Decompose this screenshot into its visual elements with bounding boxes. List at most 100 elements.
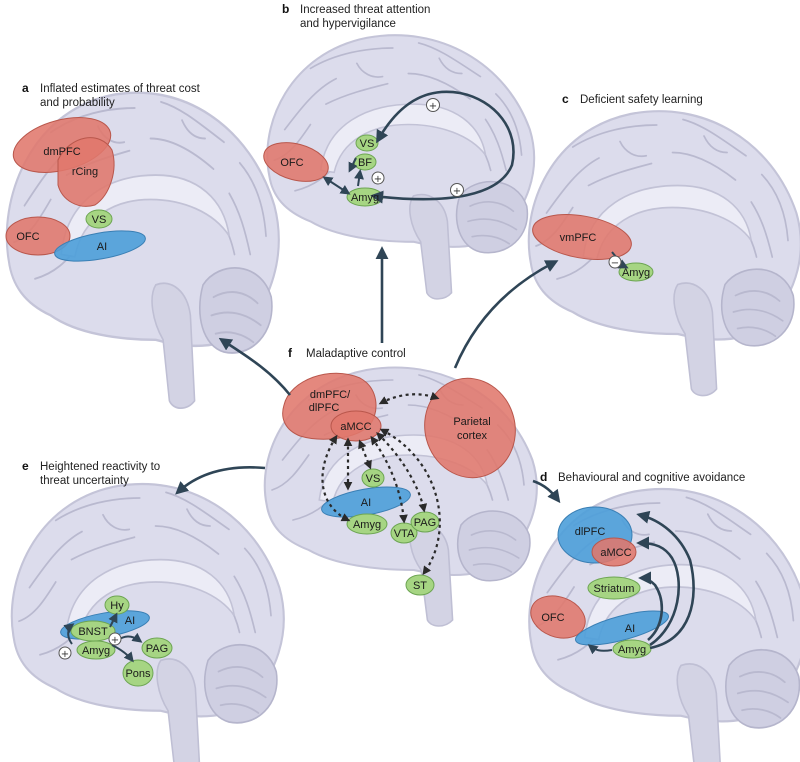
panel-e-title-line2: threat uncertainty bbox=[40, 475, 129, 487]
vs-label: VS bbox=[92, 214, 107, 226]
amyg-label-d: Amyg bbox=[618, 644, 646, 656]
f-to-e-arrow bbox=[175, 466, 266, 495]
plus-text-b3: + bbox=[453, 186, 461, 197]
bnst-label-e: BNST bbox=[78, 626, 108, 638]
bf-label-b: BF bbox=[358, 157, 372, 169]
ai-label-f: AI bbox=[361, 497, 371, 509]
amcc-label-f: aMCC bbox=[340, 421, 371, 433]
f-to-c-arrow bbox=[453, 260, 559, 369]
amyg-label-e: Amyg bbox=[82, 645, 110, 657]
panel-b: + + + b Increased threat attention and h… bbox=[263, 2, 536, 300]
vs-label-b: VS bbox=[360, 138, 375, 150]
panel-e: + + e Heightened reactivity to threat un… bbox=[10, 459, 285, 762]
st-label-f: ST bbox=[413, 580, 427, 592]
amcc-region-d bbox=[591, 537, 637, 567]
panel-b-title-line2: and hypervigilance bbox=[300, 18, 396, 30]
rcing-region bbox=[57, 137, 115, 207]
amyg-dlpfc-arrow bbox=[636, 510, 695, 650]
panel-e-letter: e bbox=[22, 459, 29, 473]
amcc-vs-dotted-arrow bbox=[358, 439, 372, 470]
amcc-amyg-dotted-arrow bbox=[321, 434, 351, 522]
amyg-bf-arrow bbox=[354, 169, 364, 187]
panel-a: a Inflated estimates of threat cost and … bbox=[5, 81, 280, 410]
bf-amyg-arrow bbox=[348, 157, 358, 173]
bnst-hy-arrow bbox=[108, 612, 118, 628]
ofc-amyg-arrow bbox=[322, 176, 351, 195]
panel-a-title-line1: Inflated estimates of threat cost bbox=[40, 83, 201, 95]
minus-sign-c bbox=[608, 255, 622, 269]
amyg-amcc-arrow bbox=[636, 536, 681, 647]
ofc-label: OFC bbox=[16, 231, 39, 243]
panel-d-letter: d bbox=[540, 470, 547, 484]
amyg-label-b: Amyg bbox=[351, 192, 379, 204]
amyg-node-e bbox=[76, 640, 116, 660]
panel-f-letter: f bbox=[288, 346, 293, 360]
plus-text-b2: + bbox=[374, 174, 382, 185]
amcc-st-dotted-arrow bbox=[379, 428, 441, 576]
amcc-label-d: aMCC bbox=[600, 547, 631, 559]
panel-c-letter: c bbox=[562, 92, 569, 106]
ai-region-d bbox=[575, 610, 669, 646]
amyg-label-c: Amyg bbox=[622, 267, 650, 279]
panel-a-title-line2: and probability bbox=[40, 97, 115, 109]
dmpfc-label: dmPFC bbox=[43, 146, 80, 158]
pfc-parietal-dotted-arrow bbox=[378, 391, 440, 405]
vs-label-f: VS bbox=[366, 473, 381, 485]
hy-label-e: Hy bbox=[110, 600, 124, 612]
panel-a-letter: a bbox=[22, 81, 29, 95]
vs-node bbox=[85, 209, 113, 229]
vmpfc-region bbox=[532, 214, 632, 260]
plus-text-e1: + bbox=[61, 649, 69, 660]
ofc-region bbox=[5, 216, 71, 256]
minus-text-c: − bbox=[611, 258, 619, 269]
amyg-ofc-arrow bbox=[587, 644, 613, 655]
dmpfc-label-f2: dlPFC bbox=[309, 402, 340, 414]
loop-arrow-e bbox=[63, 623, 75, 645]
plus-text-e2: + bbox=[111, 635, 119, 646]
dmpfc-label-f1: dmPFC/ bbox=[310, 389, 351, 401]
parietal-label-1: Parietal bbox=[453, 416, 490, 428]
pag-label-e: PAG bbox=[146, 643, 168, 655]
ofc-label-b: OFC bbox=[280, 157, 303, 169]
panel-f: f Maladaptive control dmPFC/ dlPFC aMCC … bbox=[263, 346, 538, 628]
striatum-node-d bbox=[587, 576, 641, 600]
ai-label-e: AI bbox=[125, 615, 135, 627]
amyg-label-f: Amyg bbox=[353, 519, 381, 531]
ofc-region-b bbox=[263, 142, 329, 182]
panel-b-letter: b bbox=[282, 2, 289, 16]
panel-b-title-line1: Increased threat attention bbox=[300, 4, 430, 16]
plus-sign-b1 bbox=[426, 98, 440, 112]
pons-node-e bbox=[122, 659, 154, 687]
pag-label-f: PAG bbox=[414, 517, 436, 529]
f-to-a-arrow bbox=[218, 337, 292, 396]
vta-label-f: VTA bbox=[394, 528, 415, 540]
amcc-region-f bbox=[330, 410, 382, 442]
panel-c-title: Deficient safety learning bbox=[580, 94, 703, 106]
pag-node-e bbox=[141, 637, 173, 659]
ai-label-d: AI bbox=[625, 623, 635, 635]
vmpfc-label: vmPFC bbox=[560, 232, 597, 244]
striatum-label-d: Striatum bbox=[594, 583, 635, 595]
panel-f-title: Maladaptive control bbox=[306, 348, 406, 360]
panel-d: d Behavioural and cognitive avoidance dl… bbox=[528, 470, 800, 762]
ofc-region-d bbox=[530, 595, 586, 639]
plus-sign-b3 bbox=[450, 183, 464, 197]
panel-d-title: Behavioural and cognitive avoidance bbox=[558, 472, 745, 484]
panel-e-title-line1: Heightened reactivity to bbox=[40, 461, 160, 473]
ai-label: AI bbox=[97, 241, 107, 253]
plus-sign-e1 bbox=[58, 646, 72, 660]
ai-region bbox=[54, 230, 146, 262]
parietal-label-2: cortex bbox=[457, 430, 487, 442]
panel-c: − c Deficient safety learning vmPFC Amyg bbox=[527, 92, 800, 397]
dlpfc-label: dlPFC bbox=[575, 526, 606, 538]
plus-sign-e2 bbox=[108, 632, 122, 646]
plus-text-b1: + bbox=[429, 101, 437, 112]
amyg-striatum-arrow bbox=[638, 571, 664, 641]
amyg-pons-arrow bbox=[111, 644, 134, 663]
ofc-label-d: OFC bbox=[541, 612, 564, 624]
pons-label-e: Pons bbox=[125, 668, 151, 680]
f-to-d-arrow bbox=[532, 479, 561, 504]
plus-sign-b2 bbox=[371, 171, 385, 185]
rcing-label: rCing bbox=[72, 166, 98, 178]
